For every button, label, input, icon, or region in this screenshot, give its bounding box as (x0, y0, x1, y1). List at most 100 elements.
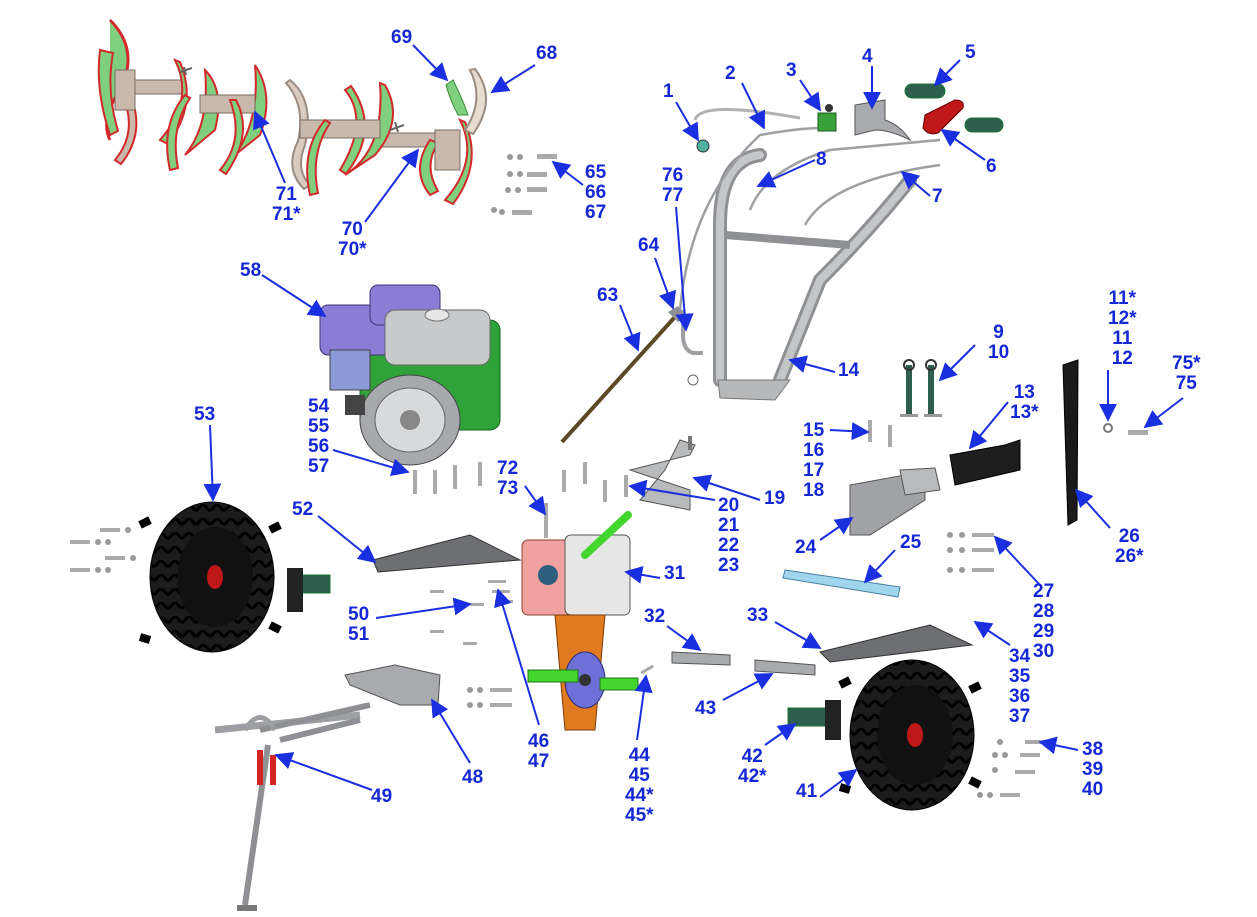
callout-69: 69 (391, 27, 413, 48)
leader-6 (940, 128, 986, 161)
leader-65 (551, 160, 584, 186)
square-tube-43 (754, 659, 816, 676)
callout-32: 32 (644, 606, 666, 627)
leader-54 (332, 449, 410, 477)
callout-64: 64 (638, 235, 660, 256)
bolts-15-18 (868, 420, 892, 447)
bolt-11-12 (1103, 423, 1113, 433)
callout-71: 71 71* (272, 184, 301, 225)
leader-19 (692, 474, 761, 501)
callout-48: 48 (462, 767, 484, 788)
leader-7 (900, 170, 931, 197)
leader-75 (1143, 397, 1184, 429)
pins-9-10 (900, 359, 942, 417)
leader-24 (819, 516, 854, 541)
callout-26: 26 26* (1115, 526, 1144, 567)
leader-9 (938, 344, 976, 382)
leader-46 (494, 588, 540, 726)
tiller-tines-left (97, 18, 268, 176)
callout-3: 3 (786, 60, 797, 81)
left-wheel (138, 501, 282, 653)
callout-38: 38 39 40 (1082, 739, 1104, 800)
callout-52: 52 (292, 499, 314, 520)
tiller-tines-right (284, 67, 487, 206)
leader-50 (375, 597, 472, 619)
callout-4: 4 (862, 46, 873, 67)
leader-76 (675, 206, 694, 332)
bolts-20-23 (562, 462, 628, 502)
callout-8: 8 (816, 149, 827, 170)
square-tube-32 (671, 651, 731, 666)
callout-76: 76 77 (662, 165, 684, 206)
leader-26 (1074, 488, 1111, 529)
callout-1: 1 (663, 81, 674, 102)
callout-75: 75* 75 (1172, 353, 1201, 394)
leader-32 (666, 625, 702, 652)
callout-42: 42 42* (738, 746, 767, 787)
leader-5 (933, 59, 961, 87)
callout-63: 63 (597, 285, 619, 306)
leader-58 (261, 274, 327, 317)
plate-33 (819, 624, 974, 663)
engine-bolts (413, 462, 482, 494)
leader-70 (364, 148, 420, 223)
left-hub (287, 568, 331, 612)
callout-46: 46 47 (528, 731, 550, 772)
bolts-46-51 (430, 580, 513, 645)
leader-64 (654, 257, 676, 310)
leader-14 (788, 355, 836, 373)
leader-25 (863, 549, 896, 584)
handle-controls (817, 83, 1004, 142)
bracket-24 (849, 467, 941, 536)
callout-13: 13 13* (1010, 382, 1039, 423)
callout-9: 9 10 (988, 322, 1010, 363)
callout-31: 31 (664, 563, 686, 584)
leader-44 (634, 674, 653, 741)
callout-72: 72 73 (497, 458, 519, 499)
leader-1 (675, 101, 699, 142)
leader-3 (799, 79, 821, 112)
pin-44-45 (640, 664, 655, 675)
bolt-75 (1128, 430, 1148, 435)
plate-48 (344, 664, 441, 706)
callout-50: 50 51 (348, 604, 370, 645)
leader-42 (764, 722, 797, 746)
callout-34: 34 35 36 37 (1009, 646, 1031, 727)
bolt-set-27-30 (947, 532, 994, 573)
callout-58: 58 (240, 260, 262, 281)
right-wheel (838, 659, 982, 811)
leader-49 (274, 752, 373, 791)
leader-52 (317, 515, 377, 564)
leader-31 (624, 565, 661, 584)
leader-8 (756, 159, 816, 188)
leader-53 (203, 424, 222, 502)
leader-15 (829, 422, 870, 441)
callout-25: 25 (900, 532, 922, 553)
callout-14: 14 (838, 360, 860, 381)
callout-65: 65 66 67 (585, 162, 607, 223)
handlebar-frame (678, 107, 941, 401)
leader-43 (722, 673, 774, 701)
callout-20: 20 21 22 23 (718, 495, 740, 576)
engine (319, 284, 501, 466)
bar-25 (782, 569, 901, 598)
callout-7: 7 (932, 186, 943, 207)
callout-43: 43 (695, 698, 717, 719)
callout-6: 6 (986, 156, 997, 177)
callout-19: 19 (764, 488, 786, 509)
plate-52 (372, 534, 522, 573)
right-wheel-bolts (977, 739, 1045, 798)
leader-20 (628, 479, 716, 501)
shift-rod (560, 306, 686, 444)
leader-27 (993, 535, 1041, 586)
leader-34 (973, 621, 1011, 646)
callout-70: 70 70* (338, 219, 367, 260)
support-stand (214, 702, 371, 911)
leader-2 (741, 82, 765, 130)
blade-26 (1062, 359, 1079, 526)
left-wheel-bolts (70, 527, 136, 573)
callout-44: 44 45 44* 45* (625, 745, 654, 826)
callout-2: 2 (725, 63, 736, 84)
leader-41 (819, 768, 858, 798)
